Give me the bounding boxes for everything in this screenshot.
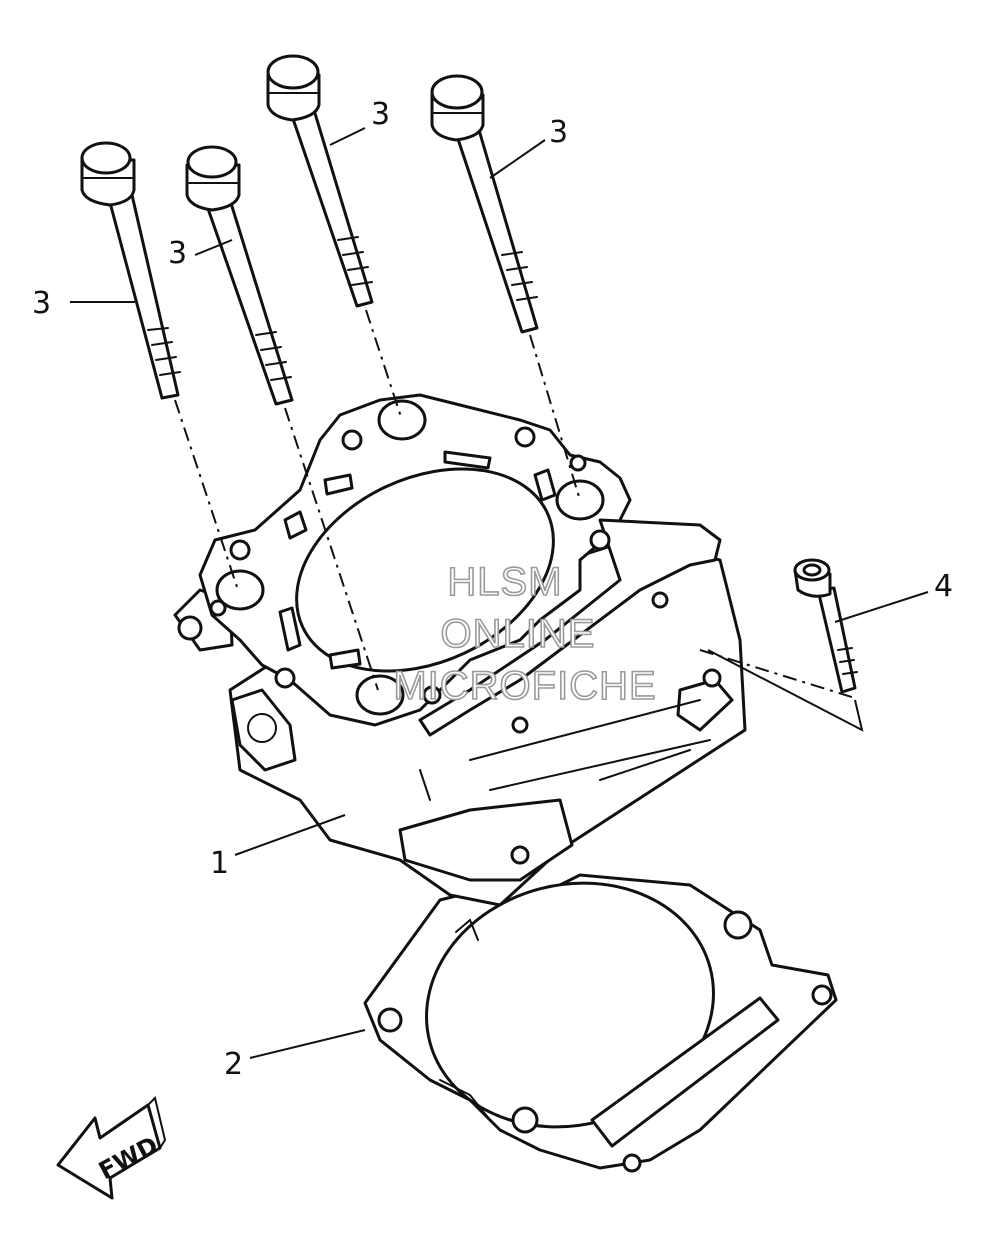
small-bolt — [793, 558, 858, 694]
cylinder-block — [173, 393, 747, 907]
watermark: HLSM ONLINE MICROFICHE — [393, 559, 657, 709]
callout-3-left: 3 — [32, 286, 51, 321]
watermark-line-1: HLSM — [447, 560, 562, 604]
callout-3-right: 3 — [549, 115, 568, 150]
stud-bolt-right — [430, 74, 539, 334]
watermark-line-3: MICROFICHE — [393, 664, 656, 708]
cylinder-gasket — [363, 873, 838, 1173]
leader-lines — [70, 127, 929, 1059]
watermark-line-2: ONLINE — [441, 612, 596, 656]
callout-4: 4 — [934, 569, 953, 604]
assembly-centerlines — [174, 309, 856, 699]
callout-3-third: 3 — [371, 97, 390, 132]
forward-arrow-icon: FWD — [56, 1096, 167, 1200]
callout-1: 1 — [210, 846, 229, 881]
callout-2: 2 — [224, 1047, 243, 1082]
callout-3-second: 3 — [168, 236, 187, 271]
stud-bolt-left — [80, 141, 181, 400]
stud-bolt-second — [185, 145, 294, 406]
stud-bolt-third — [266, 54, 374, 308]
